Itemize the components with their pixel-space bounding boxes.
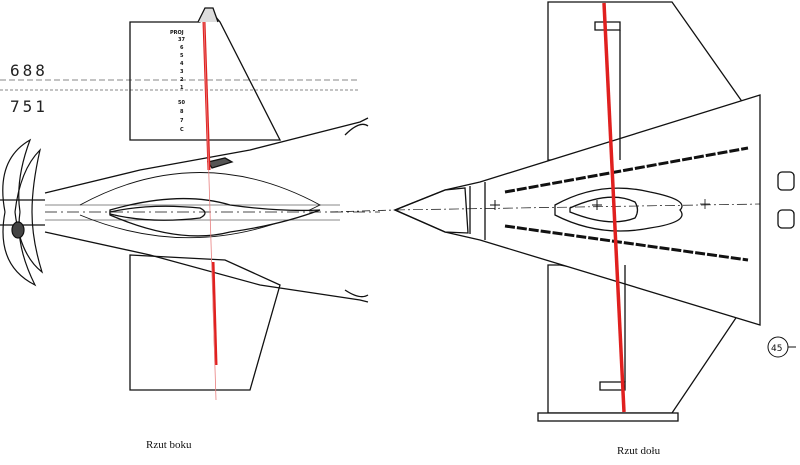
fin-label: C	[180, 127, 184, 133]
fin-label: 6	[180, 45, 184, 51]
engine-nozzle	[0, 138, 45, 287]
view-link-line	[329, 209, 396, 213]
dimension-751: 751	[10, 97, 48, 116]
cross-marker	[592, 200, 602, 210]
fin-label: 37	[178, 37, 185, 43]
caption-bottom-view: Rzut dołu	[617, 445, 661, 457]
side-view	[0, 7, 380, 391]
edge-box-lower	[777, 209, 795, 229]
nozzle-inner-shape	[109, 205, 206, 221]
fuselage-lower-line	[44, 231, 369, 303]
fin-label: 4	[180, 61, 184, 67]
bottom-view	[393, 1, 795, 422]
nose-cone	[393, 187, 469, 234]
bottom-bracket	[599, 381, 626, 391]
caption-side-view: Rzut boku	[146, 439, 192, 451]
fuselage-upper-line	[44, 117, 369, 194]
fuselage-bottom	[393, 94, 761, 326]
wing-root-lower	[344, 289, 369, 298]
dimension-688: 688	[10, 61, 48, 80]
edge-box-upper	[777, 171, 795, 191]
wing-base-strip	[537, 412, 679, 422]
lower-rail	[504, 224, 749, 262]
fin-tip	[197, 7, 219, 23]
fin-label: 5	[180, 53, 184, 59]
ventral-fin	[129, 254, 281, 391]
page-badge: 45	[771, 344, 782, 354]
small-fairing	[206, 157, 234, 169]
cross-marker	[700, 199, 710, 209]
upper-rail	[504, 146, 749, 194]
fin-station-labels: PROJ 37 6 5 4 3 2 1 50 8 7 C	[170, 30, 185, 133]
cross-marker	[490, 200, 500, 210]
red-marker-right	[602, 2, 626, 413]
bottom-inner-shape	[569, 196, 639, 223]
fin-label: 8	[180, 109, 184, 115]
fin-label: 2	[180, 77, 184, 83]
fin-label: 3	[180, 69, 184, 75]
red-marker-lower-left	[211, 261, 218, 366]
fin-label: 7	[180, 118, 184, 124]
fin-label: 50	[178, 100, 185, 106]
fin-label: PROJ	[170, 30, 184, 36]
fin-label: 1	[180, 85, 184, 91]
wing-root-upper	[344, 123, 369, 136]
bottom-centerline	[394, 203, 761, 211]
thin-marker-left	[203, 21, 217, 401]
